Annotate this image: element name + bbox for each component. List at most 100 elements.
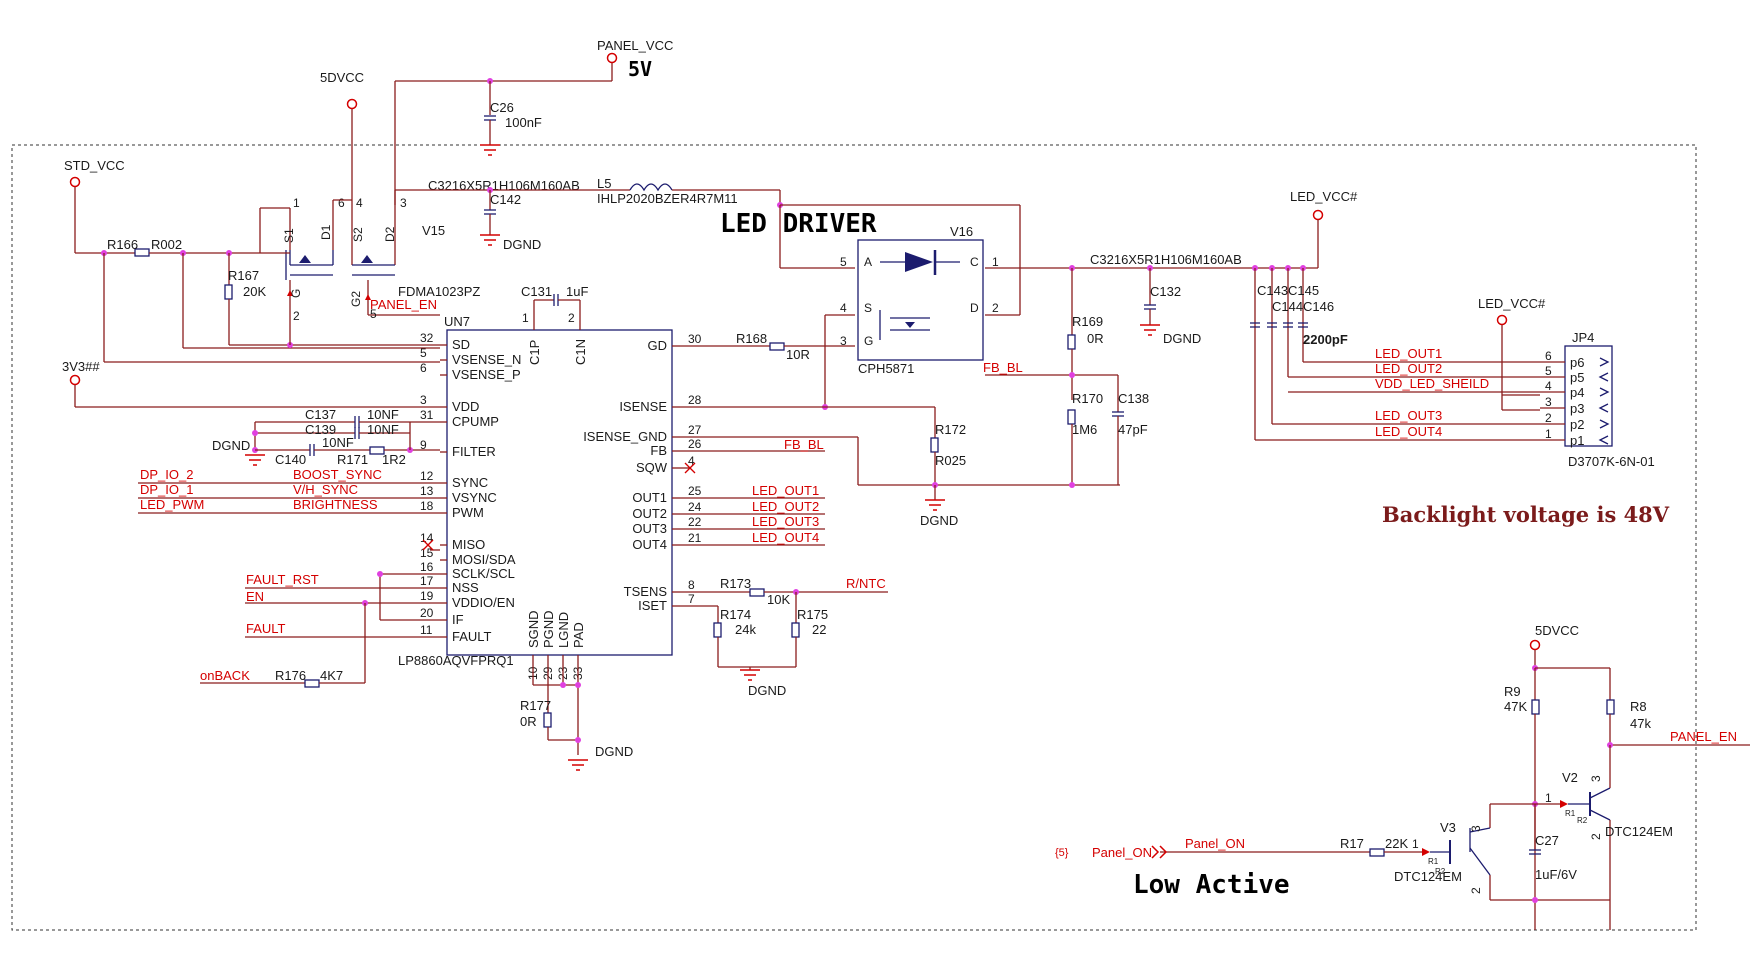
svg-text:6: 6 <box>338 196 345 210</box>
un7-pin-name-17: NSS <box>452 580 479 595</box>
svg-text:2: 2 <box>1469 887 1483 894</box>
un7-pin-11: 11 <box>420 623 433 637</box>
r177-ref: R177 <box>520 698 551 713</box>
led-vcc-label-2: LED_VCC# <box>1478 296 1546 311</box>
led-vcc-section: LED_VCC# C143 C145 C144 C146 2200pF LED_… <box>1250 189 1546 440</box>
r175-body <box>791 622 800 638</box>
un7-pin-19: 19 <box>420 589 434 603</box>
net-r-ntc: R/NTC <box>846 576 886 591</box>
un7-pin-26: 26 <box>688 437 702 451</box>
svg-text:5: 5 <box>840 255 847 269</box>
jp4-pin-2: 2 <box>1545 411 1552 425</box>
un7-pin-13: 13 <box>420 484 434 498</box>
svg-text:R2: R2 <box>1435 867 1446 876</box>
panel-vcc-port <box>606 52 618 64</box>
r173-value: 10K <box>767 592 790 607</box>
panel-vcc-section: PANEL_VCC 5V C26 100nF <box>394 38 673 205</box>
v3v3-section: 3V3## <box>62 359 440 408</box>
net-vh-sync: V/H_SYNC <box>293 482 358 497</box>
v15-d1: D1 <box>319 224 333 240</box>
svg-text:3: 3 <box>840 334 847 348</box>
c144-ref: C144 <box>1272 299 1303 314</box>
jp4-arrow-icon <box>1598 372 1609 382</box>
r8-body <box>1606 699 1615 715</box>
fivedvcc-port <box>346 98 358 110</box>
un7-pin-22: 22 <box>688 515 702 529</box>
un7-pin-6: 6 <box>420 361 427 375</box>
c131-ref: C131 <box>521 284 552 299</box>
net-led-out1: LED_OUT1 <box>1375 346 1442 361</box>
jp4-pin-name-6: p6 <box>1570 355 1584 370</box>
r177-body <box>543 712 552 728</box>
un7-part: LP8860AQVFPRQ1 <box>398 653 514 668</box>
c27-value: 1uF/6V <box>1535 867 1577 882</box>
v15-part: FDMA1023PZ <box>398 284 480 299</box>
jp4-arrow-icon <box>1599 419 1610 429</box>
un7-pin-name-9: FILTER <box>452 444 496 459</box>
std-vcc-section: STD_VCC R166 R002 R167 20K <box>64 158 440 363</box>
c138-value: 47pF <box>1118 422 1148 437</box>
un7-pin-14: 14 <box>420 531 434 545</box>
un7-pin-4: 4 <box>688 454 695 468</box>
un7-pin-name-12: SYNC <box>452 475 488 490</box>
un7-pin-20: 20 <box>420 606 434 620</box>
r172-value: R025 <box>935 453 966 468</box>
v16-ref: V16 <box>950 224 973 239</box>
r177-value: 0R <box>520 714 537 729</box>
tsens-iset-network: R173 10K R/NTC R174 24k R175 22 DGND <box>680 576 888 698</box>
r174-ref: R174 <box>720 607 751 622</box>
un7-pin-name-30: GD <box>648 338 668 353</box>
c139-value: 10NF <box>367 422 399 437</box>
v16-part: CPH5871 <box>858 361 914 376</box>
v3-part: DTC124EM <box>1394 869 1462 884</box>
jp4-arrow-icon <box>1599 357 1610 367</box>
jp4-pin-6: 6 <box>1545 349 1552 363</box>
c142-ref: C142 <box>490 192 521 207</box>
v15-d2: D2 <box>383 226 397 242</box>
jp4-body <box>1564 345 1613 447</box>
v16-diode <box>905 252 933 272</box>
r171-value: 1R2 <box>382 452 406 467</box>
jp4-arrow-icon <box>1598 435 1609 445</box>
r17-ref: R17 <box>1340 836 1364 851</box>
svg-text:2: 2 <box>1589 833 1603 840</box>
un7-pin-name-20: IF <box>452 612 464 627</box>
un7-pin-1: 1 <box>522 311 529 325</box>
r170-ref: R170 <box>1072 391 1103 406</box>
panel-vcc-label: PANEL_VCC <box>597 38 673 53</box>
backlight-note: Backlight voltage is 48V <box>1382 502 1670 527</box>
c131-cap: C131 1uF <box>521 284 588 330</box>
fivedvcc-label: 5DVCC <box>320 70 364 85</box>
l5-ref: L5 <box>597 176 611 191</box>
v3-ref: V3 <box>1440 820 1456 835</box>
c142-part: C3216X5R1H106M160AB <box>428 178 580 193</box>
l5-part: IHLP2020BZER4R7M11 <box>597 191 738 206</box>
svg-text:S: S <box>864 301 872 315</box>
r168-ref: R168 <box>736 331 767 346</box>
r167-ref: R167 <box>228 268 259 283</box>
sheet-ref: {5} <box>1055 847 1069 859</box>
svg-text:G2: G2 <box>349 291 363 307</box>
svg-text:3: 3 <box>1589 775 1603 782</box>
un7-ref: UN7 <box>444 314 470 329</box>
un7-pin-2: 2 <box>568 311 575 325</box>
un7-pin-name-25: OUT1 <box>632 490 667 505</box>
svg-text:R1: R1 <box>1565 809 1576 818</box>
c142-l5-section: C3216X5R1H106M160AB C142 DGND L5 IHLP202… <box>394 176 783 252</box>
r168-body <box>769 342 785 351</box>
r175-value: 22 <box>812 622 826 637</box>
un7-pin-30: 30 <box>688 332 702 346</box>
un7-pin-31: 31 <box>420 408 434 422</box>
un7-pin-name-31: CPUMP <box>452 414 499 429</box>
net-dp-io-2: DP_IO_2 <box>140 467 193 482</box>
r173-body <box>749 588 765 597</box>
panel-en-logic: 5DVCC R8 47k R9 47K PANEL_EN V2 DTC124EM… <box>1055 623 1750 930</box>
std-vcc-port <box>69 176 81 188</box>
un7-pin-name-29: PGND <box>541 610 556 648</box>
c145-ref: C145 <box>1288 283 1319 298</box>
un7-pin-name-14: MISO <box>452 537 485 552</box>
